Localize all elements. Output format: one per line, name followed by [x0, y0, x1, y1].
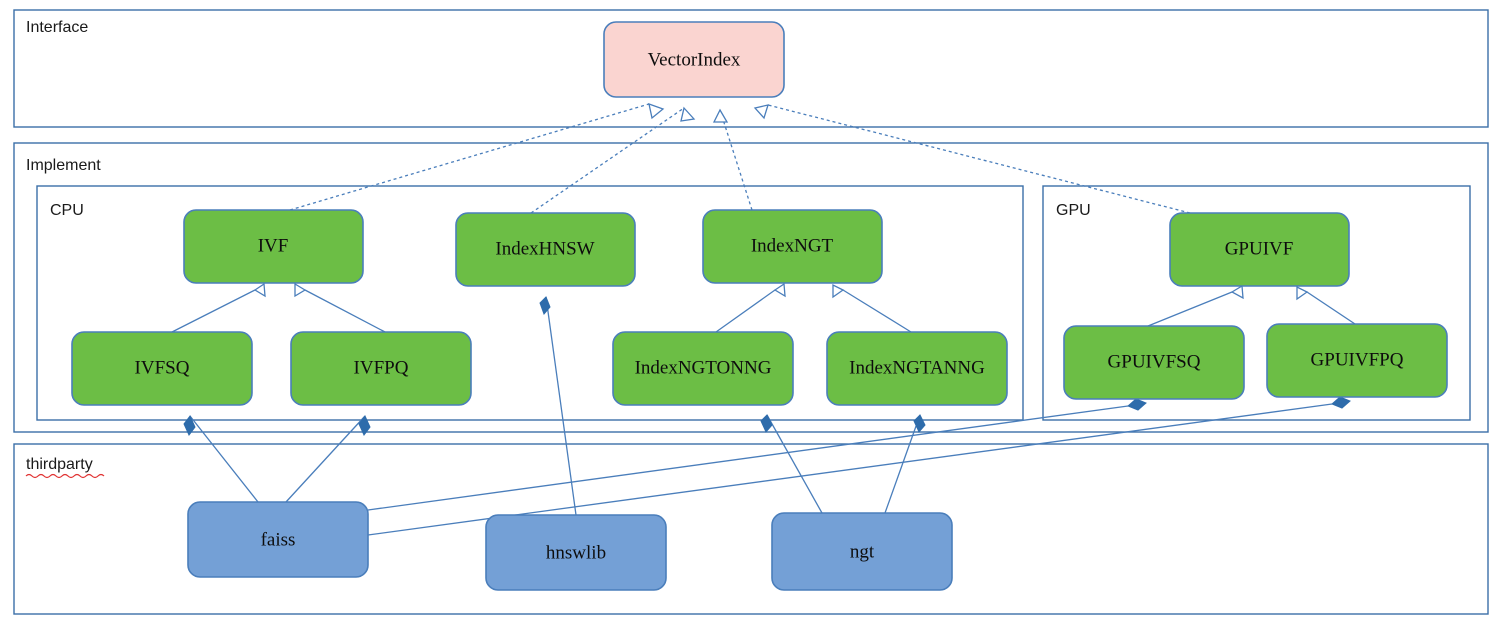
- node-ivfsq-label: IVFSQ: [135, 357, 190, 378]
- node-indexngtonng-rect[interactable]: [612, 331, 794, 406]
- node-indexhnsw-rect[interactable]: [455, 212, 636, 287]
- edge-gpuivfpq-to-gpuivf[interactable]: [1296, 285, 1356, 325]
- node-indexngt-label: IndexNGT: [751, 235, 834, 256]
- edge-indexngtanng-to-indexngt[interactable]: [832, 283, 912, 333]
- node-ivf[interactable]: IVF: [183, 209, 364, 284]
- node-indexngt[interactable]: IndexNGT: [702, 209, 883, 284]
- group-thirdparty-label: thirdparty: [26, 456, 93, 473]
- node-ivfpq-rect[interactable]: [290, 331, 472, 406]
- edge-ivf-to-vectorindex[interactable]: [289, 102, 665, 211]
- edge-faiss-to-gpuivfsq[interactable]: [367, 398, 1147, 511]
- node-faiss-label: faiss: [261, 529, 296, 550]
- node-gpuivfpq-label: GPUIVFPQ: [1311, 349, 1404, 370]
- node-indexngtonng-label: IndexNGTONNG: [635, 357, 772, 378]
- node-vectorindex-rect[interactable]: [603, 21, 785, 98]
- node-indexngtonng[interactable]: IndexNGTONNG: [612, 331, 794, 406]
- edge-ivfsq-to-ivf[interactable]: [171, 282, 266, 333]
- edge-ngt-to-indexngtanng[interactable]: [884, 414, 926, 514]
- edge-hnswlib-to-indexhnsw[interactable]: [539, 296, 577, 516]
- edge-indexngt-to-vectorindex[interactable]: [712, 108, 753, 211]
- node-vectorindex-label: VectorIndex: [648, 49, 741, 70]
- node-ivf-rect[interactable]: [183, 209, 364, 284]
- node-ivfpq[interactable]: IVFPQ: [290, 331, 472, 406]
- node-gpuivfpq-rect[interactable]: [1266, 323, 1448, 398]
- node-ngt[interactable]: ngt: [771, 512, 953, 591]
- node-indexngtanng-rect[interactable]: [826, 331, 1008, 406]
- node-ngt-label: ngt: [850, 541, 875, 562]
- node-ivfpq-label: IVFPQ: [354, 357, 409, 378]
- node-gpuivfsq-rect[interactable]: [1063, 325, 1245, 400]
- edge-gpuivfsq-to-gpuivf[interactable]: [1147, 284, 1244, 327]
- node-gpuivfsq-label: GPUIVFSQ: [1108, 351, 1201, 372]
- node-faiss-rect[interactable]: [187, 501, 369, 578]
- edge-faiss-to-ivfsq[interactable]: [183, 415, 259, 503]
- edge-gpuivf-to-vectorindex[interactable]: [753, 104, 1191, 214]
- edge-indexhnsw-to-vectorindex[interactable]: [530, 106, 696, 214]
- group-interface-label: Interface: [26, 19, 88, 36]
- edge-ngt-to-indexngtonng[interactable]: [760, 414, 823, 514]
- node-indexngtanng[interactable]: IndexNGTANNG: [826, 331, 1008, 406]
- edge-ivfpq-to-ivf[interactable]: [294, 282, 386, 333]
- spellcheck-underline-icon: [25, 473, 105, 479]
- node-ivf-label: IVF: [258, 235, 289, 256]
- node-hnswlib-rect[interactable]: [485, 514, 667, 591]
- node-indexngt-rect[interactable]: [702, 209, 883, 284]
- node-indexngtanng-label: IndexNGTANNG: [849, 357, 985, 378]
- group-cpu-label: CPU: [50, 202, 84, 219]
- node-gpuivfpq[interactable]: GPUIVFPQ: [1266, 323, 1448, 398]
- group-implement-label: Implement: [26, 157, 101, 174]
- node-gpuivf[interactable]: GPUIVF: [1169, 212, 1350, 287]
- edge-indexngtonng-to-indexngt[interactable]: [715, 282, 786, 333]
- node-indexhnsw[interactable]: IndexHNSW: [455, 212, 636, 287]
- node-ivfsq[interactable]: IVFSQ: [71, 331, 253, 406]
- node-hnswlib-label: hnswlib: [546, 542, 606, 563]
- node-ivfsq-rect[interactable]: [71, 331, 253, 406]
- node-ngt-rect[interactable]: [771, 512, 953, 591]
- node-gpuivf-rect[interactable]: [1169, 212, 1350, 287]
- node-hnswlib[interactable]: hnswlib: [485, 514, 667, 591]
- edge-faiss-to-ivfpq[interactable]: [285, 415, 371, 503]
- node-indexhnsw-label: IndexHNSW: [495, 238, 594, 259]
- node-faiss[interactable]: faiss: [187, 501, 369, 578]
- edge-faiss-to-gpuivfpq[interactable]: [367, 396, 1351, 536]
- node-gpuivf-label: GPUIVF: [1225, 238, 1294, 259]
- group-gpu-label: GPU: [1056, 202, 1091, 219]
- node-vectorindex[interactable]: VectorIndex: [603, 21, 785, 98]
- node-gpuivfsq[interactable]: GPUIVFSQ: [1063, 325, 1245, 400]
